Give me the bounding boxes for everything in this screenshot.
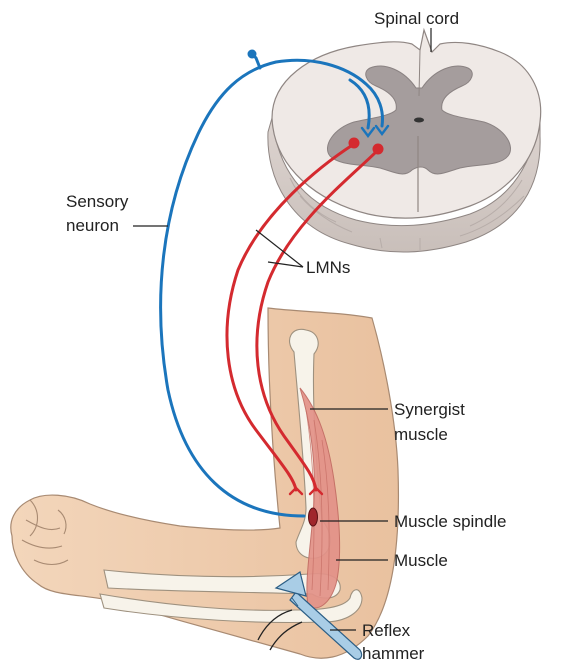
arm: [11, 308, 399, 658]
label-reflex-hammer-line1: Reflex: [362, 621, 411, 640]
lmn-cell-body-2: [373, 144, 384, 155]
central-canal: [414, 118, 424, 123]
lmn-cell-body-1: [349, 138, 360, 149]
label-muscle-spindle: Muscle spindle: [394, 512, 506, 531]
label-reflex-hammer-line2: hammer: [362, 644, 425, 663]
label-spinal-cord: Spinal cord: [374, 9, 459, 28]
label-sensory-neuron-line1: Sensory: [66, 192, 129, 211]
muscle-spindle: [309, 508, 318, 526]
label-lmns: LMNs: [306, 258, 350, 277]
label-muscle: Muscle: [394, 551, 448, 570]
sensory-cell-body: [248, 50, 257, 59]
label-synergist-line1: Synergist: [394, 400, 465, 419]
label-synergist-line2: muscle: [394, 425, 448, 444]
label-sensory-neuron-line2: neuron: [66, 216, 119, 235]
